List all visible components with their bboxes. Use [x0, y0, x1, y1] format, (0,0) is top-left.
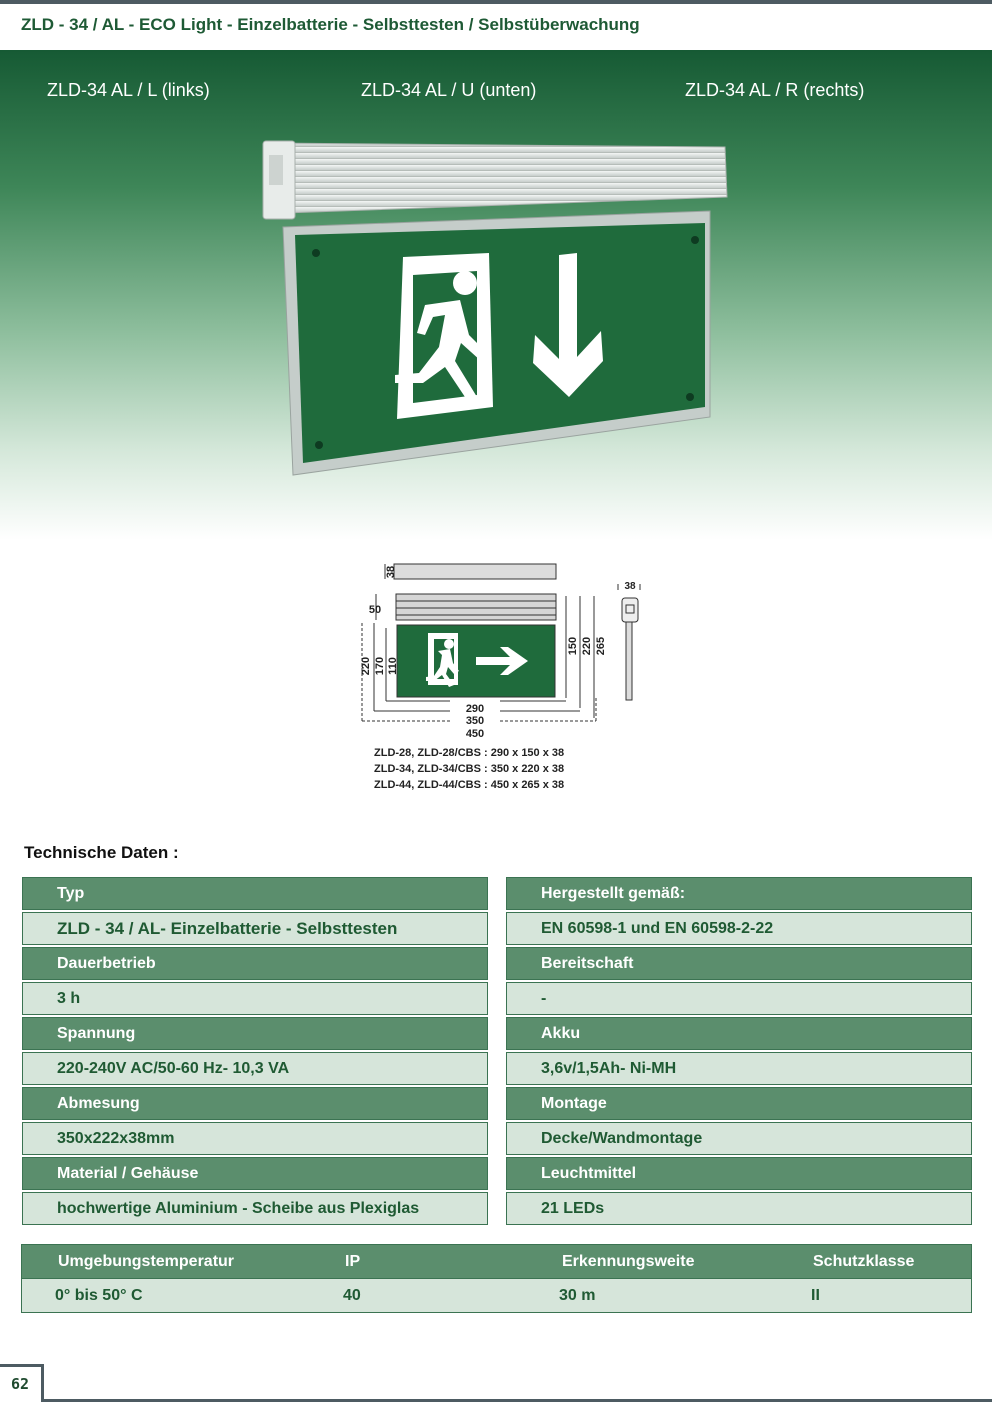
spec-label: Bereitschaft [506, 947, 972, 980]
dim-label: 150 [567, 637, 579, 655]
spec-label: Hergestellt gemäß: [506, 877, 972, 910]
env-value: II [811, 1287, 820, 1304]
screw-icon [691, 236, 699, 244]
arrow-down-icon [533, 253, 603, 397]
environment-value-row: 0° bis 50° C 40 30 m II [21, 1278, 972, 1313]
env-header: Erkennungsweite [562, 1253, 695, 1270]
spec-value: 21 LEDs [506, 1192, 972, 1225]
spec-value: 350x222x38mm [22, 1122, 488, 1155]
page-number: 62 [0, 1364, 44, 1402]
spec-label: Material / Gehäuse [22, 1157, 488, 1190]
model-line: ZLD-34, ZLD-34/CBS : 350 x 220 x 38 [374, 763, 564, 775]
spec-label: Leuchtmittel [506, 1157, 972, 1190]
spec-value: ZLD - 34 / AL- Einzelbatterie - Selbstte… [22, 912, 488, 945]
spec-label: Akku [506, 1017, 972, 1050]
dim-label: 290 [466, 703, 484, 715]
spec-label: Typ [22, 877, 488, 910]
spec-table-right: Hergestellt gemäß: EN 60598-1 und EN 605… [506, 877, 972, 1227]
dim-label: 220 [581, 637, 593, 655]
tech-data-title: Technische Daten : [24, 843, 179, 862]
model-line: ZLD-28, ZLD-28/CBS : 290 x 150 x 38 [374, 747, 564, 759]
screw-icon [686, 393, 694, 401]
dim-label: 170 [374, 657, 386, 675]
variant-right: ZLD-34 AL / R (rechts) [685, 80, 865, 100]
running-man-icon [395, 253, 493, 419]
spec-label: Dauerbetrieb [22, 947, 488, 980]
env-header: Schutzklasse [813, 1253, 915, 1270]
dim-label: 265 [595, 637, 607, 655]
environment-table: Umgebungstemperatur IP Erkennungsweite S… [21, 1244, 972, 1313]
dim-label: 450 [466, 728, 484, 740]
arrow-right-icon [476, 647, 528, 675]
model-line: ZLD-44, ZLD-44/CBS : 450 x 265 x 38 [374, 779, 564, 791]
spec-value: 3 h [22, 982, 488, 1015]
spec-value: 220-240V AC/50-60 Hz- 10,3 VA [22, 1052, 488, 1085]
spec-label: Spannung [22, 1017, 488, 1050]
dim-label: 38 [624, 581, 636, 592]
spec-label: Abmesung [22, 1087, 488, 1120]
dim-label: 220 [360, 657, 372, 675]
env-value: 30 m [559, 1287, 596, 1304]
environment-header-row: Umgebungstemperatur IP Erkennungsweite S… [21, 1244, 972, 1279]
spec-value: 3,6v/1,5Ah- Ni-MH [506, 1052, 972, 1085]
variant-down: ZLD-34 AL / U (unten) [361, 80, 537, 100]
dim-label: 38 [385, 566, 397, 578]
spec-label: Montage [506, 1087, 972, 1120]
page-title: ZLD - 34 / AL - ECO Light - Einzelbatter… [21, 15, 640, 34]
screw-icon [315, 441, 323, 449]
env-value: 0° bis 50° C [55, 1287, 143, 1304]
footer-border [44, 1399, 992, 1402]
top-border [0, 0, 992, 4]
screw-icon [312, 249, 320, 257]
product-photo [262, 140, 728, 476]
spec-table-left: Typ ZLD - 34 / AL- Einzelbatterie - Selb… [22, 877, 488, 1227]
dim-label: 350 [466, 715, 484, 727]
spec-value: EN 60598-1 und EN 60598-2-22 [506, 912, 972, 945]
dim-label: 110 [387, 657, 399, 675]
spec-value: hochwertige Aluminium - Scheibe aus Plex… [22, 1192, 488, 1225]
env-header: IP [345, 1253, 361, 1270]
spec-value: - [506, 982, 972, 1015]
dimension-drawing: 38 50 220 170 110 150 220 265 38 290 350… [360, 563, 641, 791]
env-header: Umgebungstemperatur [58, 1253, 235, 1270]
dim-label: 50 [369, 604, 381, 616]
spec-value: Decke/Wandmontage [506, 1122, 972, 1155]
env-value: 40 [343, 1287, 361, 1304]
variant-left: ZLD-34 AL / L (links) [47, 80, 210, 100]
